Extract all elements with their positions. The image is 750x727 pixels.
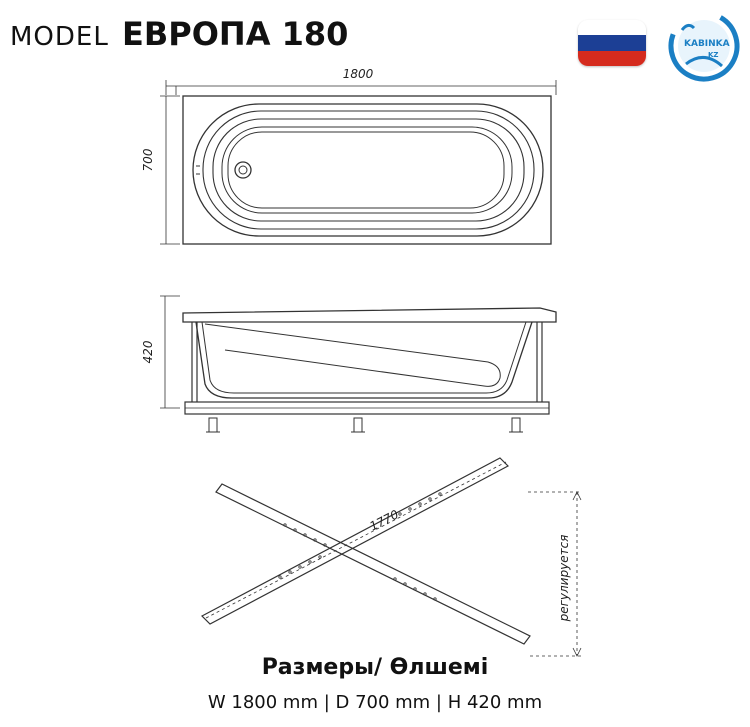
adjustable-label: регулируется	[557, 535, 571, 623]
brand-domain: KZ	[708, 51, 719, 59]
russia-flag-icon	[578, 20, 646, 66]
length-dimension-label: 1800	[343, 67, 374, 81]
side-view	[160, 295, 557, 433]
model-label: MODEL	[10, 22, 109, 52]
model-name: ЕВРОПА 180	[122, 15, 349, 53]
brand-name: KABINKA	[684, 39, 730, 49]
diagonal-dimension-label: 1770	[367, 507, 401, 534]
sizes-title: Размеры/ Өлшемі	[261, 655, 489, 680]
top-view	[160, 80, 557, 245]
width-dimension-label: 700	[141, 148, 155, 171]
sizes-dimensions: W 1800 mm | D 700 mm | H 420 mm	[207, 692, 543, 713]
kabinka-logo-icon	[668, 10, 740, 82]
frame-view	[201, 457, 582, 657]
height-dimension-label: 420	[141, 340, 155, 363]
